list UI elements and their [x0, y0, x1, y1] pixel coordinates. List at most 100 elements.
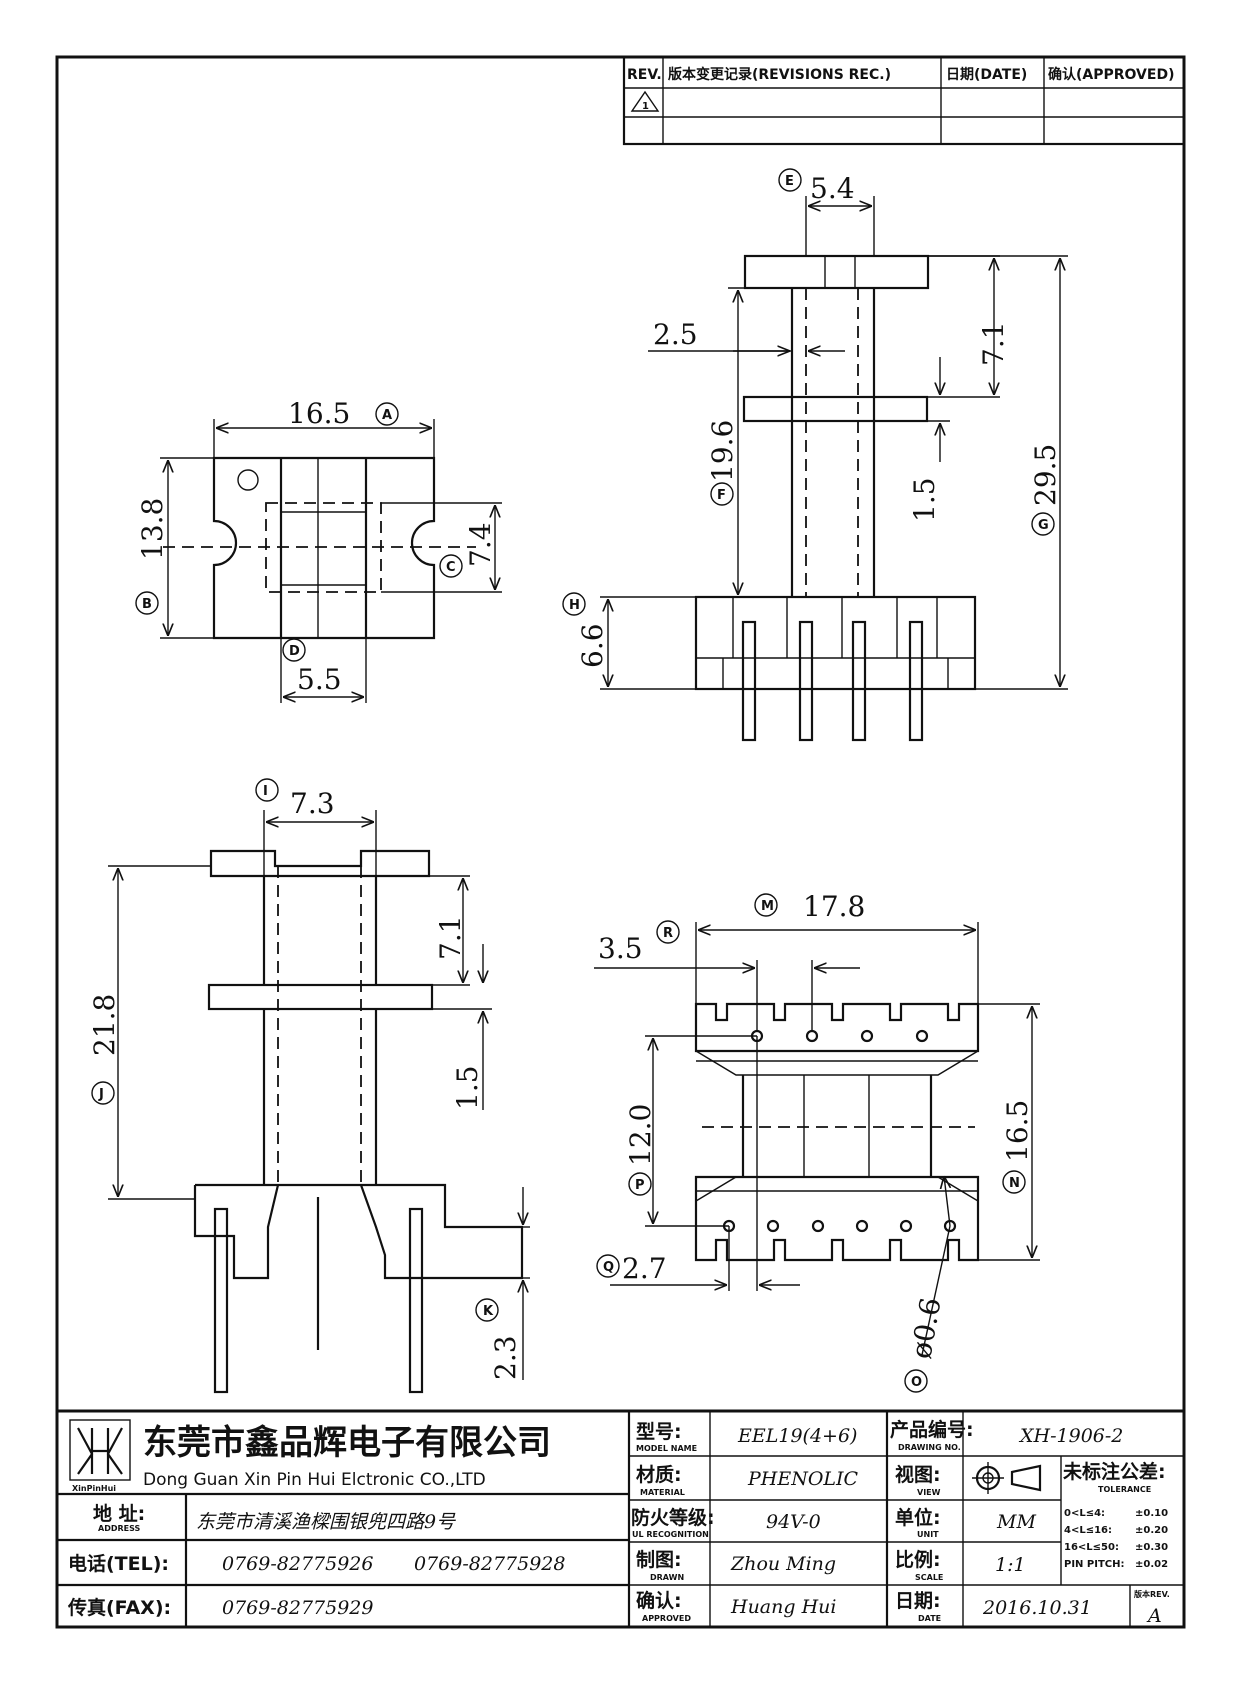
tag-d-icon: D [282, 638, 306, 662]
tag-b-icon: B [135, 591, 159, 615]
tag-a-icon: A [375, 402, 399, 426]
drawn-value: Zhou Ming [730, 1553, 836, 1575]
tel-label: 电话(TEL): [68, 1552, 169, 1575]
dim-width-a: 16.5 [288, 397, 350, 430]
tol-range-1: 0<L≤4: [1064, 1508, 1105, 1519]
dim-flange-gap-left: 7.1 [434, 915, 467, 960]
svg-text:K: K [483, 1304, 494, 1319]
date-value: 2016.10.31 [982, 1597, 1092, 1619]
tol-value-4: ±0.02 [1135, 1559, 1168, 1570]
svg-text:D: D [289, 644, 300, 659]
revision-table: REV. 版本变更记录(REVISIONS REC.) 日期(DATE) 确认(… [622, 55, 1186, 146]
dim-pin-k: 2.3 [489, 1335, 522, 1380]
material-value: PHENOLIC [747, 1468, 859, 1490]
dim-height-b: 13.8 [136, 498, 169, 560]
svg-text:XinPinHui: XinPinHui [72, 1484, 116, 1493]
company-name-cn: 东莞市鑫品辉电子有限公司 [143, 1423, 551, 1463]
dim-flange-thk-left: 1.5 [451, 1065, 484, 1110]
approved-label: 确认: [636, 1589, 682, 1612]
front-view-right: 5.4 E 2.5 19.6 F 7.1 1.5 29.5 G 6.6 H [562, 168, 1068, 742]
tol-value-3: ±0.30 [1135, 1542, 1168, 1553]
unit-label: 单位: [895, 1506, 941, 1529]
company-name-en: Dong Guan Xin Pin Hui Elctronic CO.,LTD [143, 1470, 486, 1490]
drawing-no-label: 产品编号: [890, 1418, 974, 1441]
tolerance-label: 未标注公差: [1062, 1460, 1166, 1483]
front-view-left: 7.3 I 21.8 J 7.1 1.5 2.3 K [88, 778, 530, 1394]
ul-label-en: UL RECOGNITION [632, 1530, 709, 1539]
dim-f: 19.6 [706, 420, 739, 482]
rev-value: A [1146, 1605, 1162, 1627]
tol-range-2: 4<L≤16: [1064, 1525, 1112, 1536]
fax-label: 传真(FAX): [67, 1596, 171, 1619]
unit-label-en: UNIT [917, 1530, 939, 1539]
scale-value: 1:1 [995, 1554, 1026, 1576]
tag-q-icon: Q [596, 1254, 620, 1278]
tag-o-icon: O [904, 1369, 928, 1393]
fax-value: 0769-82775929 [222, 1597, 373, 1619]
svg-text:M: M [761, 899, 774, 914]
tag-f-icon: F [710, 482, 734, 506]
dim-p: 12.0 [624, 1104, 657, 1166]
tel-1: 0769-82775926 [222, 1553, 373, 1575]
dim-slot-d: 5.5 [297, 663, 342, 696]
bottom-view: 17.8 M 3.5 R 12.0 P 16.5 N 2.7 Q ø0.6 O [594, 890, 1040, 1393]
svg-text:Q: Q [603, 1260, 614, 1275]
svg-text:F: F [717, 488, 726, 503]
dim-wall: 2.5 [653, 318, 698, 351]
dim-base-h: 6.6 [576, 623, 609, 668]
ul-value: 94V-0 [766, 1511, 821, 1533]
svg-text:1: 1 [642, 101, 649, 112]
tag-i-icon: I [255, 778, 279, 802]
approved-header: 确认(APPROVED) [1048, 66, 1174, 83]
svg-text:G: G [1038, 518, 1049, 533]
ul-label: 防火等级: [631, 1506, 715, 1529]
dim-e: 5.4 [810, 172, 855, 205]
drawing-border [55, 55, 1186, 1629]
dim-pitch: 3.5 [598, 932, 643, 965]
dim-height-j: 21.8 [88, 994, 121, 1056]
svg-text:P: P [635, 1178, 645, 1193]
tel-2: 0769-82775928 [414, 1553, 565, 1575]
tag-r-icon: R [656, 920, 680, 944]
tag-m-icon: M [754, 893, 778, 917]
tag-j-icon: J [91, 1081, 115, 1105]
svg-text:I: I [263, 784, 268, 799]
drawn-label: 制图: [636, 1548, 682, 1571]
svg-text:E: E [785, 174, 794, 189]
address-label-en: ADDRESS [98, 1524, 141, 1533]
view-label-en: VIEW [917, 1488, 941, 1497]
tag-c-icon: C [439, 554, 463, 578]
revision-triangle-icon: 1 [630, 90, 660, 112]
tag-p-icon: P [628, 1172, 652, 1196]
model-value: EEL19(4+6) [737, 1425, 857, 1447]
approved-label-en: APPROVED [642, 1614, 691, 1623]
rev-header: REV. [627, 67, 662, 83]
drawn-label-en: DRAWN [650, 1573, 684, 1582]
tol-value-1: ±0.10 [1135, 1508, 1168, 1519]
unit-value: MM [996, 1511, 1036, 1533]
tag-h-icon: H [562, 592, 586, 616]
dim-width-m: 17.8 [803, 890, 865, 923]
approved-value: Huang Hui [730, 1596, 836, 1618]
tol-value-2: ±0.20 [1135, 1525, 1168, 1536]
svg-text:C: C [446, 560, 456, 575]
dim-flange-thk-right: 1.5 [908, 477, 941, 522]
dim-inner-c: 7.4 [464, 522, 497, 567]
dim-pin-dia: ø0.6 [904, 1295, 947, 1361]
tolerance-label-en: TOLERANCE [1098, 1485, 1151, 1494]
svg-text:O: O [911, 1375, 922, 1390]
tol-range-3: 16<L≤50: [1064, 1542, 1119, 1553]
top-view: 16.5 A 13.8 B 7.4 C 5.5 D [135, 397, 502, 703]
rev-label: 版本REV. [1133, 1589, 1170, 1599]
date-header: 日期(DATE) [946, 67, 1027, 83]
material-label-en: MATERIAL [640, 1488, 685, 1497]
drawing-no-label-en: DRAWING NO. [898, 1443, 961, 1452]
tol-range-4: PIN PITCH: [1064, 1559, 1124, 1570]
tag-n-icon: N [1002, 1170, 1026, 1194]
svg-text:R: R [663, 926, 673, 941]
title-block: XinPinHui 东莞市鑫品辉电子有限公司 Dong Guan Xin Pin… [57, 1409, 1184, 1627]
dim-n: 16.5 [1001, 1100, 1034, 1162]
view-label: 视图: [895, 1463, 941, 1486]
date-label-en: DATE [918, 1614, 941, 1623]
